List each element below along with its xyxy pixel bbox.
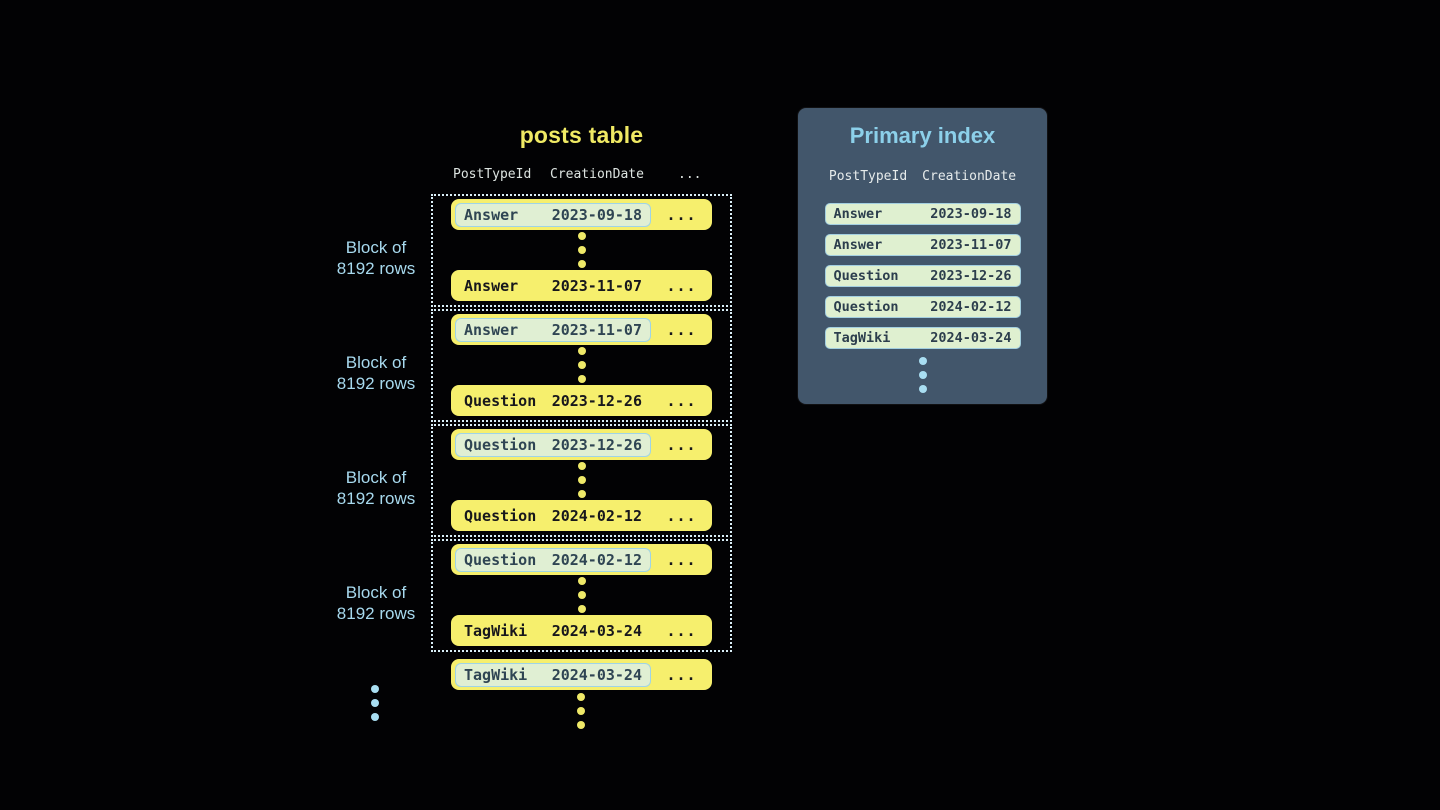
index-entry: TagWiki 2024-03-24 [824, 327, 1021, 349]
creation-date-value: 2023-11-07 [930, 237, 1012, 253]
column-header-posttypeid: PostTypeId [828, 169, 908, 184]
table-row-overflow: TagWiki 2024-03-24 ... [451, 659, 712, 690]
more-index-entries-ellipsis-icon [798, 357, 1047, 393]
vertical-ellipsis-icon [577, 232, 586, 268]
post-type-value: Question [833, 299, 899, 315]
posts-table-blocks: Answer 2023-09-18 ... Answer 2023-11-07 … [431, 194, 732, 654]
creation-date-value: 2023-12-26 [930, 268, 1012, 284]
row-ellipsis: ... [666, 320, 697, 339]
indexed-key-highlight: Question 2024-02-12 [455, 547, 651, 572]
block-label-line2: 8192 rows [336, 489, 416, 508]
block-label: Block of 8192 rows [306, 237, 446, 279]
post-type-value: Answer [464, 205, 519, 224]
post-type-value: Answer [464, 276, 519, 295]
column-header-posttypeid: PostTypeId [453, 167, 532, 182]
row-key-cells: Answer 2023-11-07 [455, 274, 651, 298]
indexed-key-highlight: TagWiki 2024-03-24 [455, 662, 651, 687]
row-key-cells: TagWiki 2024-03-24 [455, 619, 651, 643]
creation-date-value: 2024-02-12 [551, 506, 642, 525]
post-type-value: Question [464, 435, 537, 454]
creation-date-value: 2024-02-12 [551, 550, 642, 569]
creation-date-value: 2023-11-07 [551, 320, 642, 339]
indexed-key-highlight: Answer 2023-11-07 [455, 317, 651, 342]
block-label-line1: Block of [345, 353, 407, 372]
block-label-line2: 8192 rows [336, 259, 416, 278]
row-block-4: Question 2024-02-12 ... TagWiki 2024-03-… [431, 539, 732, 652]
post-type-value: Question [833, 268, 899, 284]
table-row: Answer 2023-11-07 ... [451, 314, 712, 345]
post-type-value: TagWiki [464, 665, 528, 684]
creation-date-value: 2023-12-26 [551, 435, 642, 454]
primary-index-title: Primary index [849, 123, 996, 148]
creation-date-value: 2024-03-24 [930, 330, 1012, 346]
post-type-value: Question [464, 506, 537, 525]
index-entry: Answer 2023-11-07 [824, 234, 1021, 256]
post-type-value: Answer [833, 237, 883, 253]
post-type-value: Answer [464, 320, 519, 339]
block-label-line2: 8192 rows [336, 374, 416, 393]
row-key-cells: Question 2023-12-26 [455, 389, 651, 413]
block-label: Block of 8192 rows [306, 582, 446, 624]
table-row: Question 2023-12-26 ... [451, 385, 712, 416]
creation-date-value: 2024-03-24 [551, 621, 642, 640]
primary-index-rows: Answer 2023-09-18 Answer 2023-11-07 Ques… [798, 203, 1047, 349]
more-blocks-ellipsis-icon [371, 685, 379, 721]
row-ellipsis: ... [666, 391, 697, 410]
row-block-2: Answer 2023-11-07 ... Question 2023-12-2… [431, 309, 732, 422]
table-row: TagWiki 2024-03-24 ... [451, 615, 712, 646]
block-label-line1: Block of [345, 468, 407, 487]
post-type-value: Question [464, 391, 537, 410]
row-ellipsis: ... [666, 506, 697, 525]
primary-index-column-headers: PostTypeId CreationDate [798, 169, 1047, 184]
creation-date-value: 2023-09-18 [551, 205, 642, 224]
column-header-creationdate: CreationDate [922, 169, 1017, 184]
index-entry: Question 2024-02-12 [824, 296, 1021, 318]
block-label-line2: 8192 rows [336, 604, 416, 623]
row-ellipsis: ... [666, 205, 697, 224]
vertical-ellipsis-icon [577, 347, 586, 383]
index-entry: Question 2023-12-26 [824, 265, 1021, 287]
posts-table-title: posts table [519, 122, 644, 148]
row-ellipsis: ... [666, 621, 697, 640]
table-row: Question 2024-02-12 ... [451, 544, 712, 575]
block-label: Block of 8192 rows [306, 352, 446, 394]
creation-date-value: 2024-03-24 [551, 665, 642, 684]
post-type-value: Question [464, 550, 537, 569]
post-type-value: TagWiki [464, 621, 528, 640]
column-header-ellipsis: ... [678, 167, 702, 182]
table-row: Question 2023-12-26 ... [451, 429, 712, 460]
primary-index-panel: Primary index PostTypeId CreationDate An… [798, 108, 1047, 404]
table-row: Answer 2023-11-07 ... [451, 270, 712, 301]
table-row: Question 2024-02-12 ... [451, 500, 712, 531]
creation-date-value: 2023-09-18 [930, 206, 1012, 222]
row-ellipsis: ... [666, 435, 697, 454]
vertical-ellipsis-icon [577, 577, 586, 613]
table-row: Answer 2023-09-18 ... [451, 199, 712, 230]
more-rows-ellipsis-icon [577, 693, 585, 729]
row-block-1: Answer 2023-09-18 ... Answer 2023-11-07 … [431, 194, 732, 307]
indexed-key-highlight: Answer 2023-09-18 [455, 202, 651, 227]
row-block-3: Question 2023-12-26 ... Question 2024-02… [431, 424, 732, 537]
vertical-ellipsis-icon [577, 462, 586, 498]
creation-date-value: 2024-02-12 [930, 299, 1012, 315]
creation-date-value: 2023-12-26 [551, 391, 642, 410]
creation-date-value: 2023-11-07 [551, 276, 642, 295]
block-label-line1: Block of [345, 238, 407, 257]
post-type-value: TagWiki [833, 330, 891, 346]
post-type-value: Answer [833, 206, 883, 222]
block-label-line1: Block of [345, 583, 407, 602]
row-ellipsis: ... [666, 276, 697, 295]
index-entry: Answer 2023-09-18 [824, 203, 1021, 225]
row-key-cells: Question 2024-02-12 [455, 504, 651, 528]
row-ellipsis: ... [666, 665, 697, 684]
indexed-key-highlight: Question 2023-12-26 [455, 432, 651, 457]
column-header-creationdate: CreationDate [550, 167, 644, 182]
row-ellipsis: ... [666, 550, 697, 569]
block-label: Block of 8192 rows [306, 467, 446, 509]
